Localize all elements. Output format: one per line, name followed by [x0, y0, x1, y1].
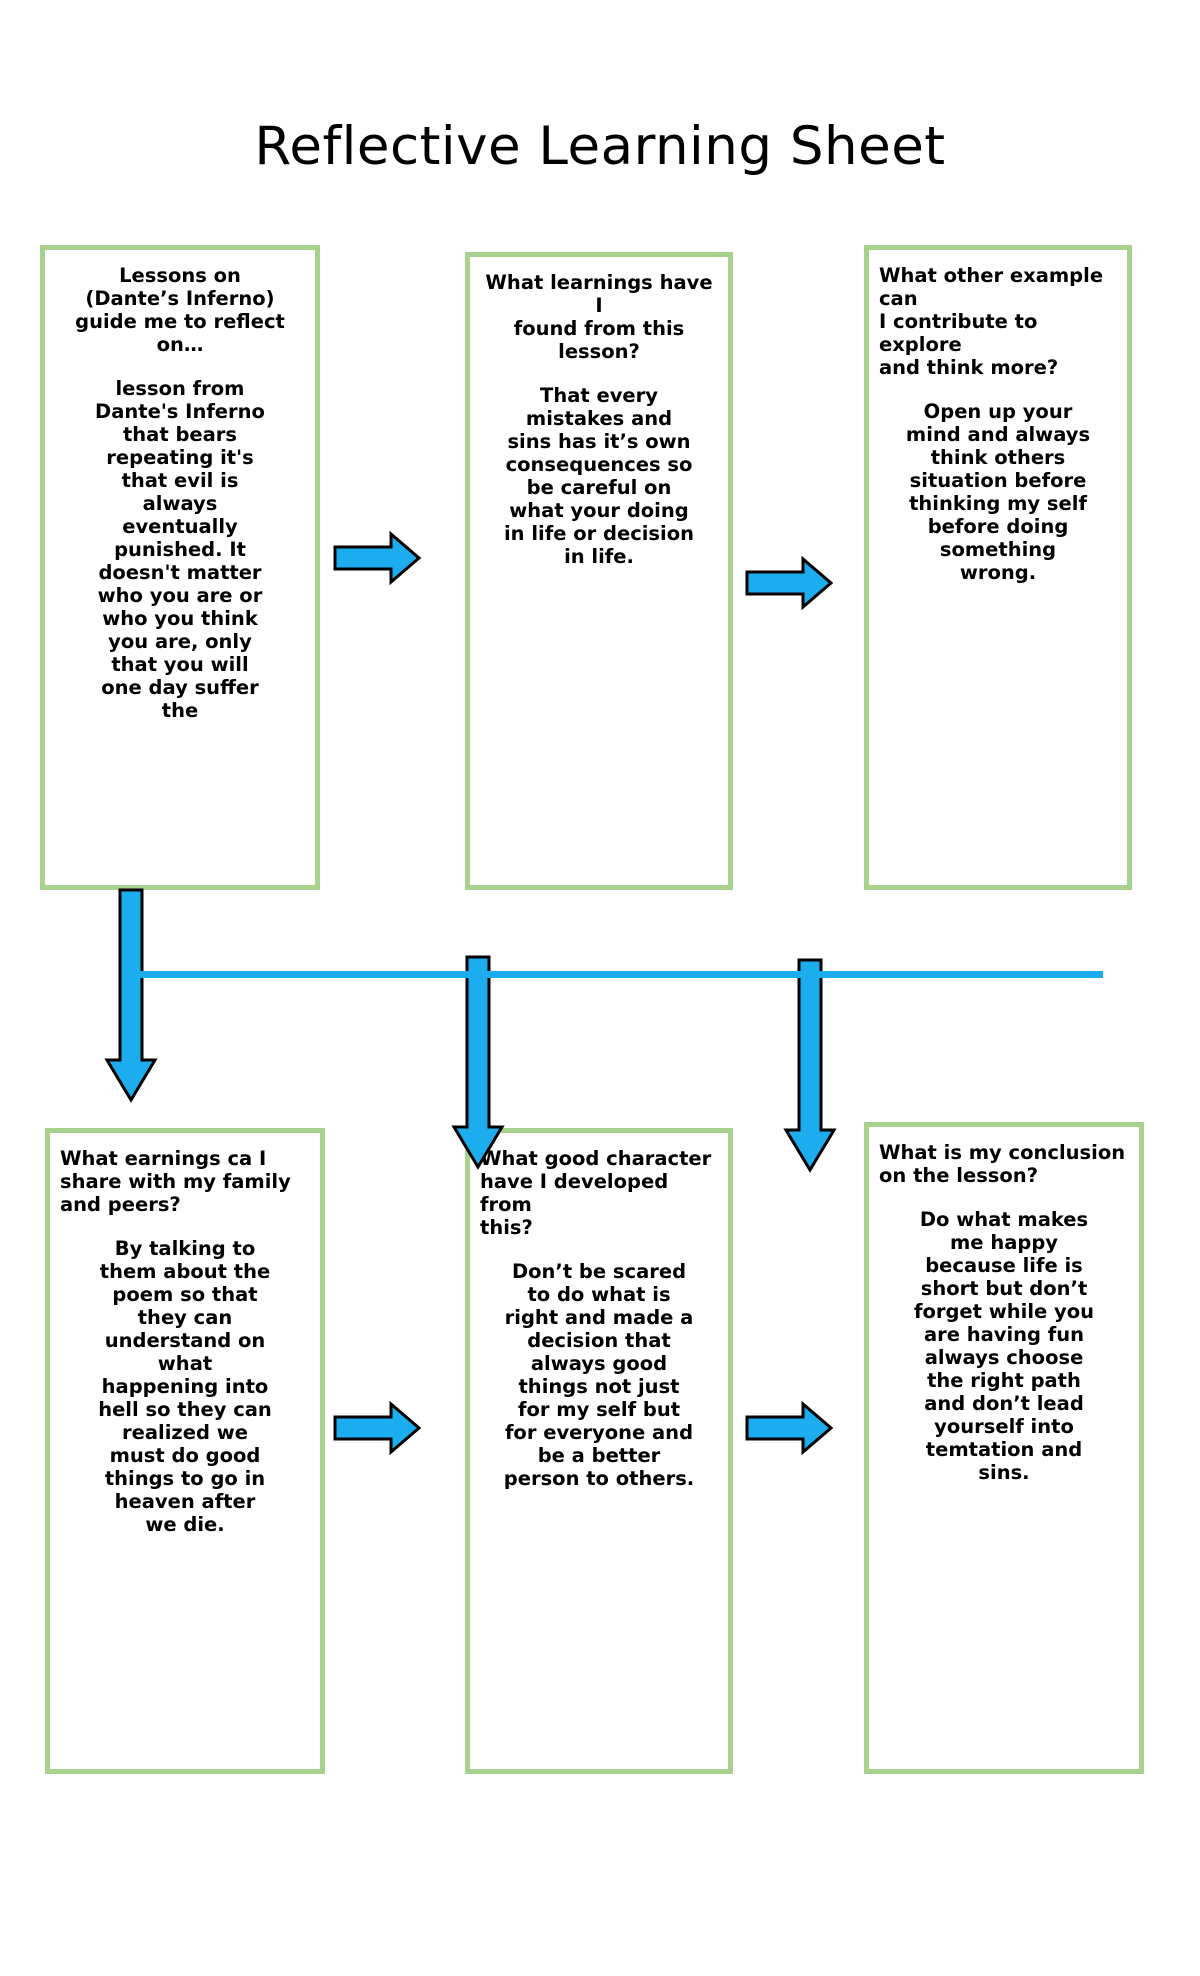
- box-question: Lessons on (Dante’s Inferno) guide me to…: [75, 264, 285, 356]
- reflection-box-lessons-reflect: Lessons on (Dante’s Inferno) guide me to…: [40, 245, 320, 890]
- arrow-down-icon: [451, 955, 505, 1170]
- box-question: What good character have I developed fro…: [480, 1147, 712, 1239]
- box-answer: Don’t be scared to do what is right and …: [503, 1260, 695, 1490]
- box-answer: That every mistakes and sins has it’s ow…: [503, 384, 695, 568]
- box-question: What learnings have I found from this le…: [485, 271, 713, 363]
- reflection-box-learnings-found: What learnings have I found from this le…: [465, 252, 733, 890]
- box-answer: By talking to them about the poem so tha…: [98, 1237, 272, 1536]
- box-question: What earnings ca I share with my family …: [60, 1147, 291, 1216]
- reflection-box-earnings-share: What earnings ca I share with my family …: [45, 1128, 325, 1774]
- arrow-down-icon: [783, 958, 837, 1173]
- reflection-box-conclusion: What is my conclusion on the lesson? Do …: [864, 1122, 1144, 1774]
- reflection-box-good-character: What good character have I developed fro…: [465, 1128, 733, 1774]
- arrow-right-icon: [333, 530, 421, 586]
- horizontal-connector-line: [137, 971, 1103, 978]
- arrow-right-icon: [745, 555, 833, 611]
- reflection-box-other-example: What other example can I contribute to e…: [864, 245, 1132, 890]
- box-question: What is my conclusion on the lesson?: [879, 1141, 1126, 1187]
- box-answer: lesson from Dante's Inferno that bears r…: [95, 377, 265, 722]
- arrow-down-icon: [104, 888, 158, 1103]
- box-question: What other example can I contribute to e…: [879, 264, 1104, 379]
- box-answer: Do what makes me happy because life is s…: [913, 1208, 1095, 1484]
- box-answer: Open up your mind and always think other…: [905, 400, 1091, 584]
- arrow-right-icon: [745, 1400, 833, 1456]
- page-title: Reflective Learning Sheet: [254, 116, 946, 177]
- arrow-right-icon: [333, 1400, 421, 1456]
